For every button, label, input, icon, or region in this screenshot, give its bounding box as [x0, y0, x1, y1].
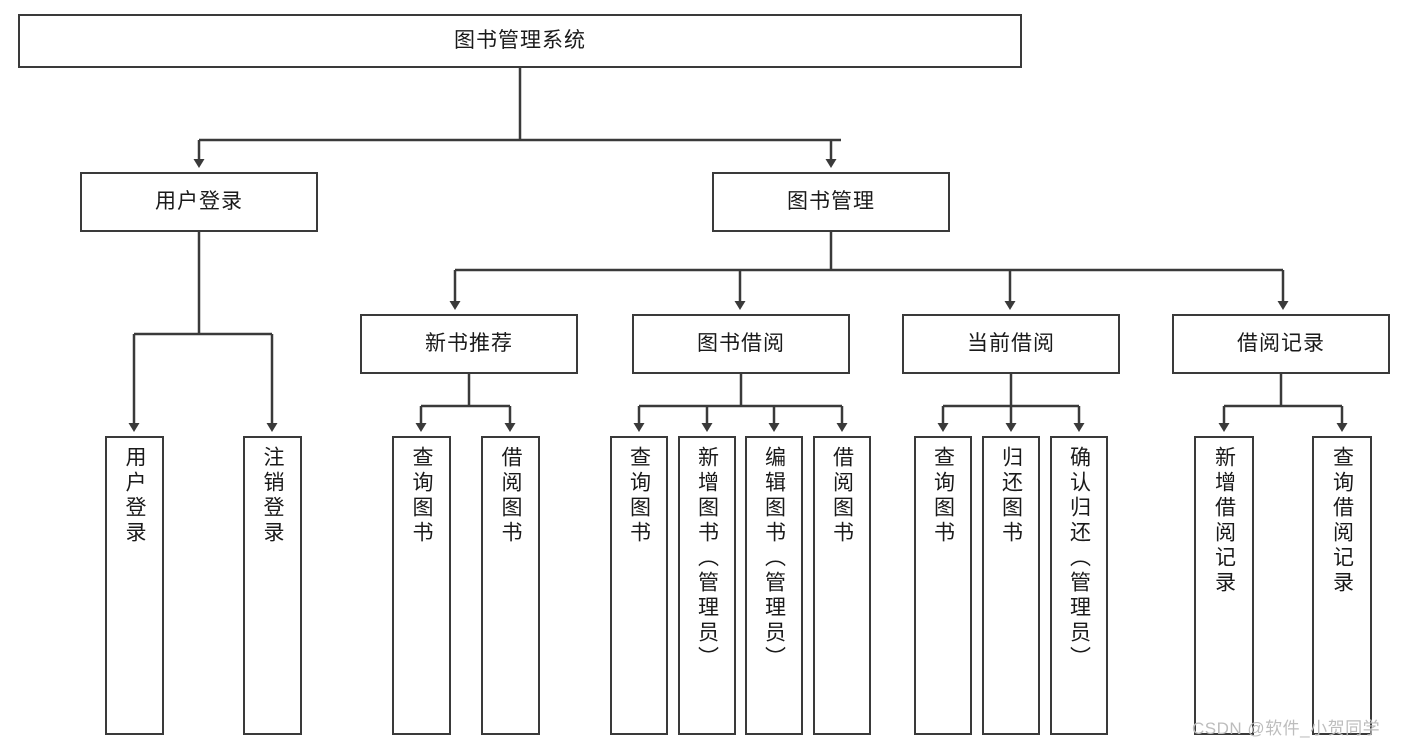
node-leaf-new-book-2[interactable]: 借阅图书 — [481, 436, 540, 735]
node-label: 新增借阅记录 — [1212, 446, 1236, 596]
node-label: 借阅图书 — [499, 446, 522, 546]
node-leaf-current-borrow-1[interactable]: 查询图书 — [914, 436, 972, 735]
node-label: 用户登录 — [155, 189, 243, 213]
node-leaf-user-login-2[interactable]: 注销登录 — [243, 436, 302, 735]
node-label: 查询图书 — [627, 446, 651, 546]
node-book-management[interactable]: 图书管理 — [712, 172, 950, 232]
node-label: 查询图书 — [931, 446, 955, 546]
node-label: 查询借阅记录 — [1330, 446, 1354, 596]
node-label: 查询图书 — [410, 446, 433, 546]
node-label: 注销登录 — [261, 446, 284, 546]
node-label: 借阅图书 — [830, 446, 854, 546]
node-label: 借阅记录 — [1237, 331, 1325, 355]
node-leaf-user-login-1[interactable]: 用户登录 — [105, 436, 164, 735]
node-leaf-new-book-1[interactable]: 查询图书 — [392, 436, 451, 735]
node-current-borrow[interactable]: 当前借阅 — [902, 314, 1120, 374]
node-label: 新增图书（管理员） — [695, 446, 719, 671]
node-label: 新书推荐 — [425, 331, 513, 355]
node-label: 用户登录 — [123, 446, 146, 546]
node-leaf-borrow-record-1[interactable]: 新增借阅记录 — [1194, 436, 1254, 735]
node-leaf-book-borrow-3[interactable]: 编辑图书（管理员） — [745, 436, 803, 735]
node-leaf-book-borrow-2[interactable]: 新增图书（管理员） — [678, 436, 736, 735]
node-new-book-recommend[interactable]: 新书推荐 — [360, 314, 578, 374]
node-user-login[interactable]: 用户登录 — [80, 172, 318, 232]
node-label: 图书借阅 — [697, 331, 785, 355]
node-borrow-record[interactable]: 借阅记录 — [1172, 314, 1390, 374]
node-book-borrow[interactable]: 图书借阅 — [632, 314, 850, 374]
node-label: 当前借阅 — [967, 331, 1055, 355]
node-leaf-borrow-record-2[interactable]: 查询借阅记录 — [1312, 436, 1372, 735]
node-root-book-management-system[interactable]: 图书管理系统 — [18, 14, 1022, 68]
node-label: 图书管理 — [787, 189, 875, 213]
node-label: 归还图书 — [999, 446, 1023, 546]
node-label: 图书管理系统 — [454, 28, 586, 52]
watermark-text: CSDN @软件_小贺同学 — [1192, 719, 1381, 738]
node-leaf-book-borrow-1[interactable]: 查询图书 — [610, 436, 668, 735]
node-label: 确认归还（管理员） — [1067, 446, 1091, 671]
node-leaf-current-borrow-2[interactable]: 归还图书 — [982, 436, 1040, 735]
node-label: 编辑图书（管理员） — [762, 446, 786, 671]
node-leaf-book-borrow-4[interactable]: 借阅图书 — [813, 436, 871, 735]
node-leaf-current-borrow-3[interactable]: 确认归还（管理员） — [1050, 436, 1108, 735]
